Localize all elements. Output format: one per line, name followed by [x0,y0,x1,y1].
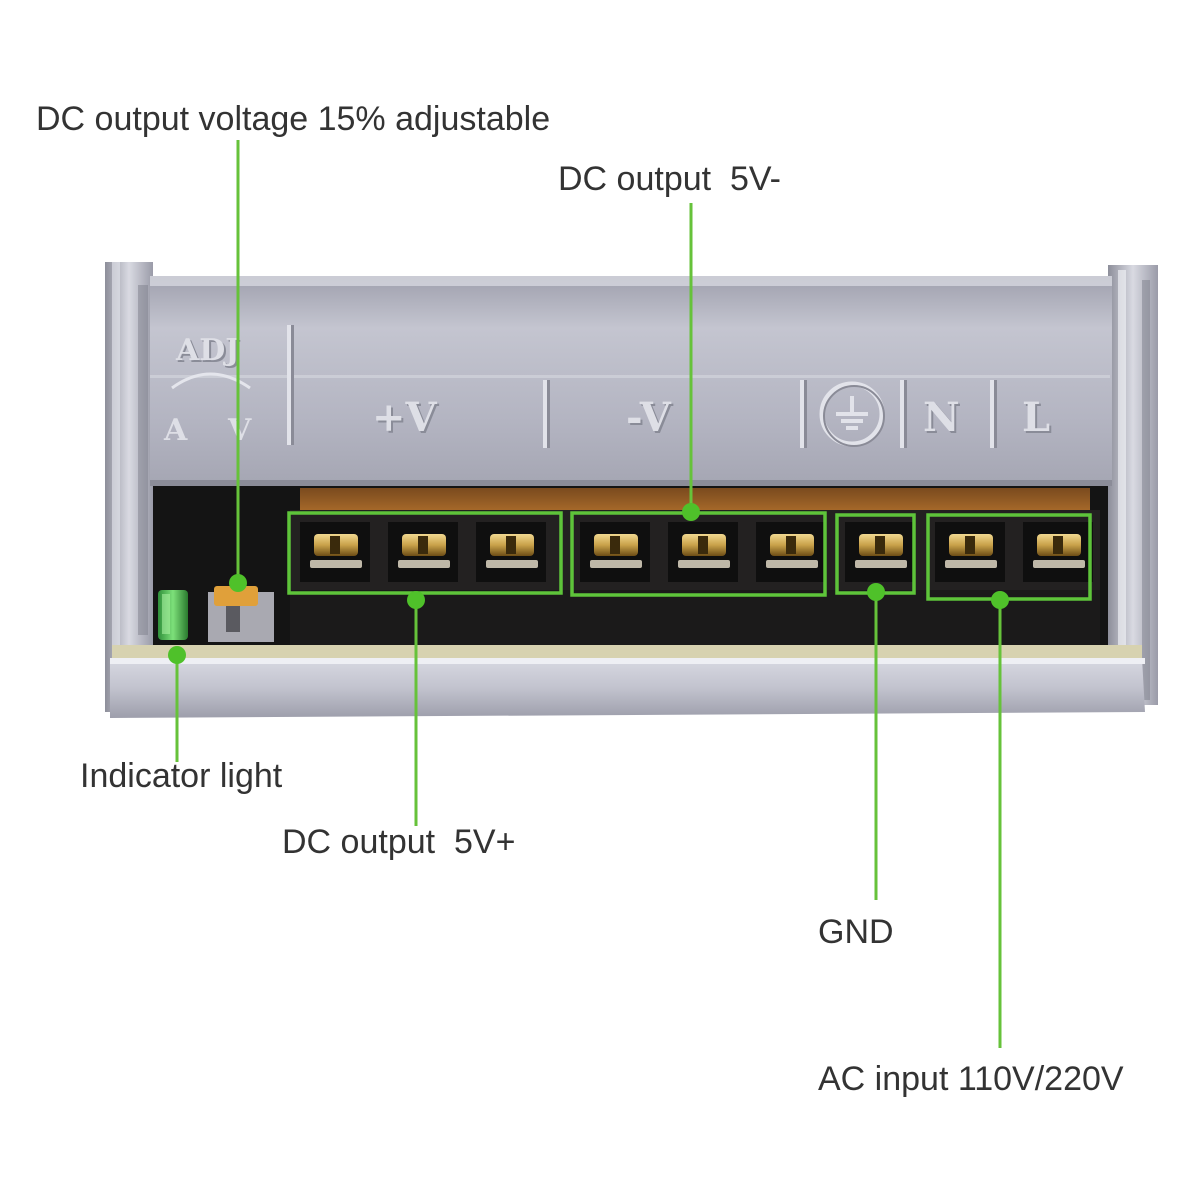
right-side-wall [1108,265,1158,705]
indicator-dot [168,646,186,664]
screw-terminal-dc-minus-1 [580,522,650,582]
top-cover-plate [150,276,1112,485]
svg-text:ADJ: ADJ [177,335,242,370]
callout-lines [175,140,1002,1048]
gnd-dot [867,583,885,601]
voltage-adjust-potentiometer [208,586,274,642]
svg-text:N: N [925,396,962,443]
screw-terminal-dc-plus-2 [388,522,458,582]
screw-terminal-dc-minus-2 [668,522,738,582]
screw-terminal-ground-1 [845,522,915,582]
adjust-dot [229,574,247,592]
ground-symbol-icon [819,381,885,447]
svg-text:-V: -V [628,396,674,443]
screw-terminal-dc-plus-1 [300,522,370,582]
svg-text:+V: +V [374,396,440,443]
bottom-cover-lip [110,658,1145,718]
screw-terminal-ac-input-2 [1023,522,1093,582]
label-dc-output-plus: DC output 5V+ [282,823,515,861]
screw-terminal-ac-input-1 [935,522,1005,582]
panel-markings: ADJ ADJ A V +V +V -V -V N N L L [163,333,1052,448]
indicator-led [158,590,188,640]
plus-dot [407,591,425,609]
ac-dot [991,591,1009,609]
panel-l-text: L [1022,394,1050,441]
label-dc-output-minus: DC output 5V- [558,160,781,198]
label-gnd: GND [818,913,894,951]
panel-vminus-text: -V [626,394,672,441]
label-adjustable-voltage: DC output voltage 15% adjustable [36,100,550,138]
minus-dot [682,503,700,521]
panel-adj-text: ADJ [175,333,240,368]
callout-dots [168,503,1009,664]
screw-terminals [300,522,1093,582]
pcb-edge [112,645,1142,659]
panel-vplus-text: +V [372,394,438,441]
label-ac-input: AC input 110V/220V [818,1060,1124,1098]
screw-terminal-dc-minus-3 [756,522,826,582]
ac-input-box [926,513,1092,601]
panel-a-text: A [163,413,188,448]
power-supply-unit: ADJ ADJ A V +V +V -V -V N N L L [105,262,1158,718]
label-indicator-light: Indicator light [80,757,283,795]
panel-n-text: N [923,394,960,441]
screw-terminal-dc-plus-3 [476,522,546,582]
svg-text:L: L [1024,396,1052,443]
dc-plus-box [287,511,563,595]
callout-labels: DC output voltage 15% adjustable DC outp… [36,100,1124,1098]
